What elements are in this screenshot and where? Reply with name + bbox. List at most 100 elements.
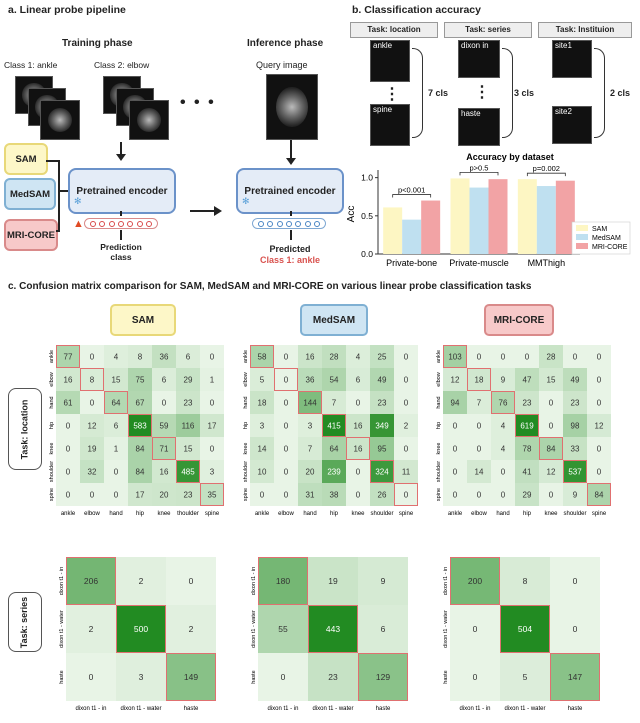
cm-cell — [200, 391, 224, 414]
cm-value: 7 — [308, 445, 313, 454]
cm-cell — [443, 368, 467, 391]
cm-value: 16 — [160, 468, 169, 477]
cm-value: 0 — [597, 468, 602, 477]
cm-cell — [152, 414, 176, 437]
cm-value: 0 — [549, 422, 554, 431]
cm-cell — [539, 437, 563, 460]
cm-value: 239 — [327, 468, 341, 477]
cm-row-label: dixon t1 - in — [443, 567, 449, 595]
cm-cell — [370, 345, 394, 368]
arrow-encoder-to-head — [120, 211, 122, 216]
cm-value: 537 — [568, 468, 582, 477]
cm-value: 0 — [453, 422, 458, 431]
bracket-to-encoder — [58, 190, 68, 192]
cm-value: 0 — [404, 399, 409, 408]
cm-value: 7 — [332, 399, 337, 408]
cm-cell — [587, 345, 611, 368]
cm-row-label: hip — [49, 422, 55, 429]
cm-value: 0 — [473, 624, 478, 634]
count-location: 7 cls — [428, 88, 449, 98]
cm-cell — [200, 345, 224, 368]
cm-cell — [587, 460, 611, 483]
cm-col-label: dixon t1 - water — [120, 706, 161, 712]
cm-diag-highlight — [308, 605, 358, 653]
cm-value: 0 — [453, 445, 458, 454]
cm-col-label: spine — [592, 511, 607, 517]
cm-value: 36 — [160, 353, 169, 362]
cm-cell — [176, 414, 200, 437]
inference-encoder: Pretrained encoder — [236, 168, 344, 214]
vdots-series: ⋮ — [474, 84, 490, 101]
cm-value: 3 — [210, 468, 215, 477]
cm-value: 38 — [330, 491, 339, 500]
cm-cell — [128, 414, 152, 437]
cm-cell — [250, 368, 274, 391]
cm-cell — [539, 483, 563, 506]
cm-value: 0 — [66, 422, 71, 431]
cm-value: 33 — [571, 445, 580, 454]
cm-value: 0 — [66, 445, 71, 454]
cm-cell — [258, 605, 308, 653]
cm-cell — [450, 557, 500, 605]
cm-value: 0 — [477, 491, 482, 500]
cm-diag-highlight — [56, 345, 80, 368]
cm-cell — [358, 557, 408, 605]
cm-cell — [104, 460, 128, 483]
cm-row-label: dixon t1 - water — [59, 610, 65, 648]
bracket-line-bottom — [56, 230, 60, 232]
cm-value: 0 — [453, 468, 458, 477]
thumb-spine-label: spine — [373, 105, 393, 114]
arrow-encoder-to-head-2 — [290, 211, 292, 216]
predicted-class-label: Class 1: ankle — [259, 255, 321, 265]
cm-cell — [322, 368, 346, 391]
cm-cell — [346, 437, 370, 460]
cm-value: 15 — [547, 376, 556, 385]
task-location-text: Task: location — [19, 399, 30, 459]
cm-cell — [394, 414, 418, 437]
bar-mri-core-0 — [421, 200, 441, 254]
cm-value: 619 — [520, 422, 534, 431]
training-encoder: Pretrained encoder — [68, 168, 176, 214]
cm-cell — [539, 368, 563, 391]
thumb-dixon-label: dixon in — [461, 41, 489, 50]
cm-value: 0 — [404, 376, 409, 385]
cm-diag-highlight — [128, 414, 152, 437]
cm-cell — [298, 345, 322, 368]
cm-cell — [563, 414, 587, 437]
cm-col-label: hand — [109, 511, 122, 517]
cm-value: 0 — [114, 468, 119, 477]
cm-value: 3 — [139, 672, 144, 682]
chart-title: Accuracy by dataset — [466, 152, 554, 162]
cm-value: 0 — [573, 624, 578, 634]
arrow-right-icon — [214, 206, 222, 216]
cm-value: 25 — [378, 353, 387, 362]
cm-value: 0 — [284, 422, 289, 431]
cm-value: 78 — [523, 445, 532, 454]
cm-cell — [104, 414, 128, 437]
cm-value: 9 — [381, 576, 386, 586]
brace-institution — [594, 48, 605, 138]
task-series-text: Task: series — [19, 596, 30, 648]
cm-value: 23 — [328, 672, 338, 682]
cm-value: 26 — [378, 491, 387, 500]
arrow-query-to-encoder — [290, 140, 292, 160]
cm-cell — [274, 414, 298, 437]
cm-value: 0 — [573, 353, 578, 362]
bar-sam-2 — [517, 179, 537, 254]
cm-cell — [298, 460, 322, 483]
cm-cell — [176, 345, 200, 368]
snowflake-icon: ✻ — [74, 196, 82, 206]
cm-col-label: ankle — [448, 511, 463, 517]
thumb-ankle-label: ankle — [373, 41, 393, 50]
significance-bracket — [459, 172, 499, 176]
cm-row-label: hand — [436, 396, 442, 408]
cm-value: 94 — [451, 399, 460, 408]
cm-cell — [250, 483, 274, 506]
cm-value: 77 — [64, 353, 73, 362]
y-tick-label: 0.0 — [361, 249, 373, 259]
cm-diag-highlight — [298, 391, 322, 414]
task-series-label: Task: series — [8, 592, 42, 652]
